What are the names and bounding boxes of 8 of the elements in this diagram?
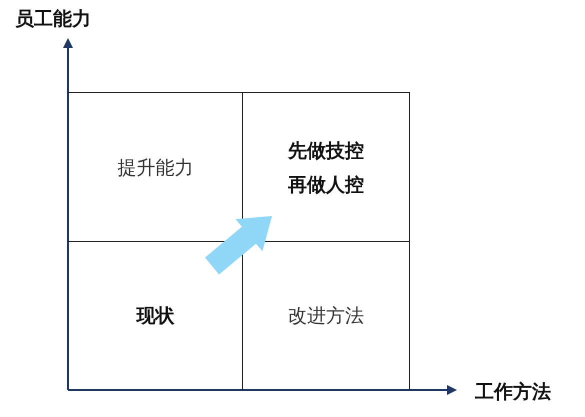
axis-title: 工作方法	[475, 380, 551, 405]
quadrant-text: 再做人控	[288, 172, 364, 198]
quadrant-text: 提升能力	[118, 156, 194, 180]
block-arrow	[205, 216, 272, 274]
axis-title: 员工能力	[15, 7, 91, 32]
quadrant-text: 改进方法	[288, 304, 364, 329]
quadrant-text: 先做技控	[288, 138, 364, 164]
quadrant-text: 现状	[136, 304, 174, 329]
